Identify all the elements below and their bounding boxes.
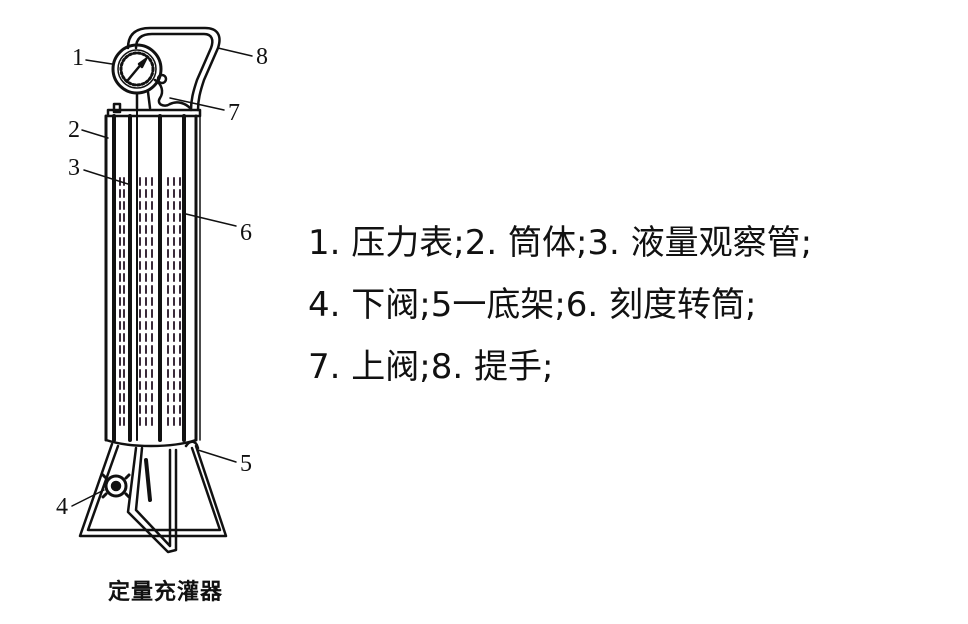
upper-valve xyxy=(153,73,192,110)
callout-3: 3 xyxy=(68,155,80,181)
base-frame xyxy=(78,440,228,554)
parts-legend: 1. 压力表;2. 筒体;3. 液量观察管; 4. 下阀;5一底架;6. 刻度转… xyxy=(308,212,812,398)
legend-line-3: 7. 上阀;8. 提手; xyxy=(308,347,554,387)
callout-6: 6 xyxy=(240,220,252,246)
callout-1: 1 xyxy=(72,45,84,71)
diagram-caption: 定量充灌器 xyxy=(108,580,224,605)
lower-valve xyxy=(101,458,152,502)
legend-line-1: 1. 压力表;2. 筒体;3. 液量观察管; xyxy=(308,223,813,263)
callout-5: 5 xyxy=(240,451,252,477)
legend-line-2: 4. 下阀;5一底架;6. 刻度转筒; xyxy=(308,285,757,325)
scale-marks xyxy=(119,177,181,431)
callout-7: 7 xyxy=(228,100,240,126)
cylinder-body xyxy=(104,107,201,448)
callout-4: 4 xyxy=(56,494,68,520)
callout-8: 8 xyxy=(256,44,268,70)
callout-2: 2 xyxy=(68,117,80,143)
leader-lines xyxy=(71,47,253,507)
pressure-gauge xyxy=(111,43,163,110)
handle xyxy=(126,26,221,112)
